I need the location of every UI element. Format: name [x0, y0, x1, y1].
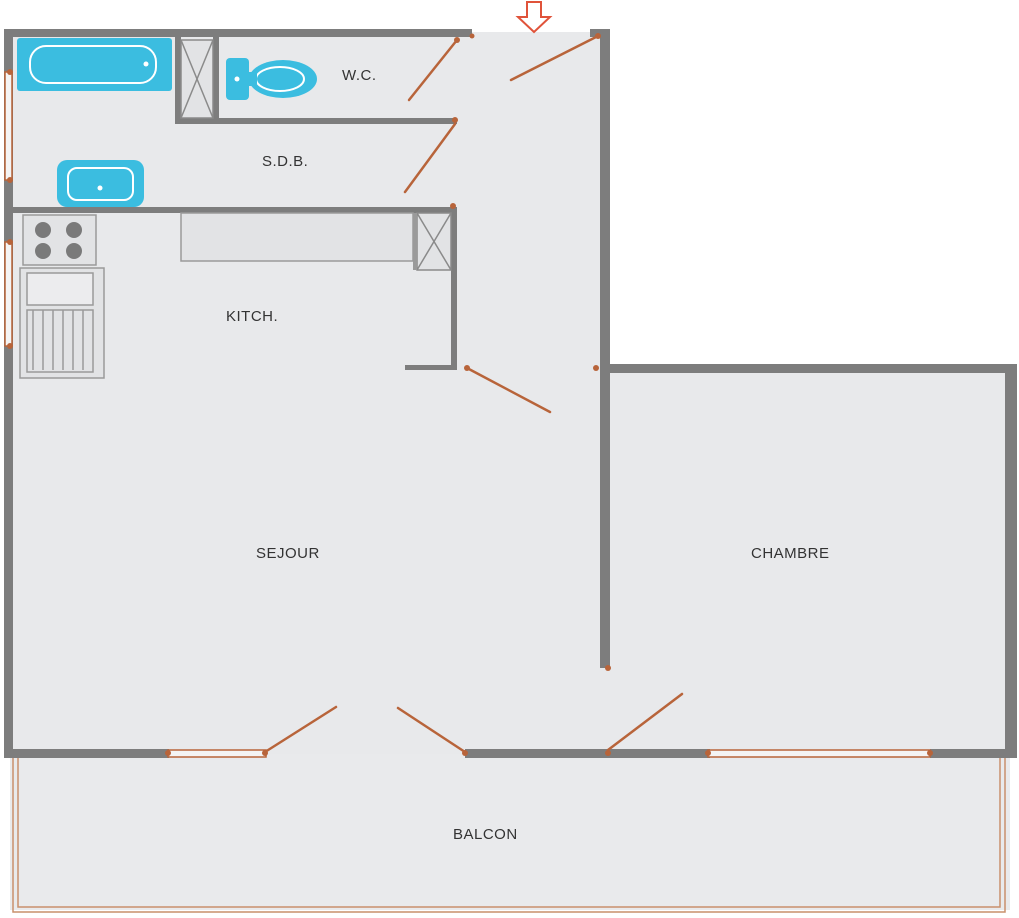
closet-icon — [180, 39, 214, 119]
window-chambre — [707, 749, 931, 758]
floor-main — [10, 32, 608, 754]
wall-bottom-right — [930, 749, 1017, 758]
kitchen-counter — [180, 212, 414, 262]
door-wc — [407, 38, 459, 102]
wall-corridor-right — [600, 32, 610, 668]
door-entrance — [509, 34, 600, 82]
door-balcony-left — [263, 705, 338, 754]
wall-bottom-mid — [465, 749, 710, 758]
wall-bath-closet-right — [213, 35, 219, 123]
wall-top — [4, 29, 472, 37]
closet-icon — [413, 212, 452, 271]
floor-areas — [10, 32, 1012, 910]
wall-sdb-bottom — [10, 207, 457, 213]
room-label-wc: W.C. — [342, 67, 377, 84]
window-left-top — [4, 71, 13, 181]
door-chambre-balcony — [606, 692, 684, 752]
room-label-sejour: SEJOUR — [256, 545, 320, 562]
wall-chambre-top — [605, 364, 1017, 373]
room-label-chambre: CHAMBRE — [751, 545, 830, 562]
window-sejour — [167, 749, 267, 758]
down-arrow-icon — [515, 1, 553, 34]
doors — [7, 33, 933, 756]
room-labels: W.C. S.D.B. KITCH. SEJOUR CHAMBRE BALCON — [226, 67, 830, 843]
wall-bottom-left — [4, 749, 169, 758]
room-label-kitchen: KITCH. — [226, 308, 278, 325]
sink-icon — [57, 160, 144, 207]
floor-balcon — [10, 754, 1010, 910]
room-label-sdb: S.D.B. — [262, 153, 308, 170]
dish-rack-icon — [19, 267, 105, 379]
fixtures — [17, 38, 452, 379]
wall-kitchen-right — [451, 207, 457, 370]
door-sejour — [465, 366, 552, 414]
wall-left — [4, 30, 13, 757]
floor-chambre — [605, 368, 1012, 754]
wall-wc-bottom — [175, 118, 457, 124]
room-label-balcon: BALCON — [453, 826, 518, 843]
walls — [4, 29, 1017, 758]
window-left-kitchen — [4, 241, 13, 347]
door-sdb — [403, 122, 457, 194]
wall-bath-closet-left — [175, 35, 181, 123]
door-balcony-right — [396, 706, 467, 754]
wall-chambre-right — [1005, 364, 1017, 758]
toilet-icon — [226, 58, 317, 100]
stove-icon — [22, 214, 97, 266]
bathtub-icon — [17, 38, 172, 91]
balcony-railing — [12, 757, 1006, 913]
wall-kitchen-bottom — [405, 365, 457, 370]
